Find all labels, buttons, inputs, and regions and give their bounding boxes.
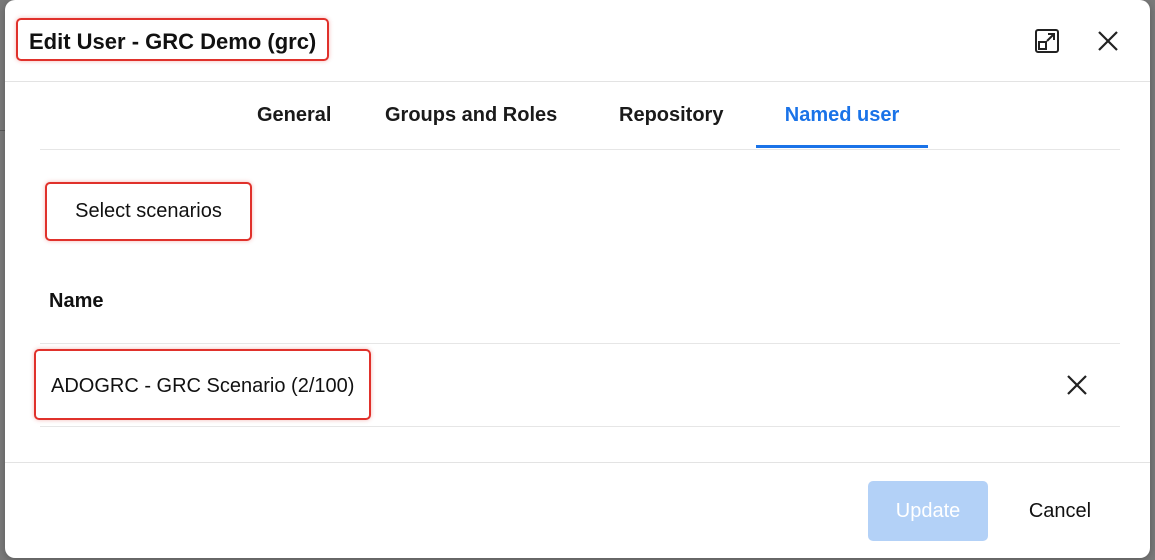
table-row: ADOGRC - GRC Scenario (2/100)	[34, 344, 1120, 427]
backdrop-divider	[0, 130, 6, 131]
dialog-footer: Update Cancel	[5, 462, 1150, 559]
select-scenarios-button[interactable]: Select scenarios	[45, 182, 252, 241]
tab-repository[interactable]: Repository	[619, 104, 724, 126]
close-icon[interactable]	[1091, 24, 1125, 58]
dialog-header: Edit User - GRC Demo (grc)	[5, 0, 1150, 82]
tab-named-user[interactable]: Named user	[756, 82, 928, 148]
dialog-title: Edit User - GRC Demo (grc)	[16, 18, 330, 61]
scenarios-table: Name ADOGRC - GRC Scenario (2/100)	[34, 260, 1120, 427]
column-header-name: Name	[49, 290, 104, 312]
edit-user-dialog: Edit User - GRC Demo (grc) General Group…	[5, 0, 1150, 558]
tab-bar: General Groups and Roles Repository Name…	[40, 82, 1120, 150]
scenario-name-cell: ADOGRC - GRC Scenario (2/100)	[34, 349, 372, 420]
expand-icon[interactable]	[1030, 24, 1064, 58]
tab-general[interactable]: General	[257, 104, 332, 126]
update-button[interactable]: Update	[868, 481, 988, 541]
remove-scenario-icon[interactable]	[1060, 368, 1094, 402]
table-header: Name	[40, 260, 1120, 344]
cancel-button[interactable]: Cancel	[1028, 500, 1092, 522]
tab-groups-and-roles[interactable]: Groups and Roles	[385, 104, 558, 126]
